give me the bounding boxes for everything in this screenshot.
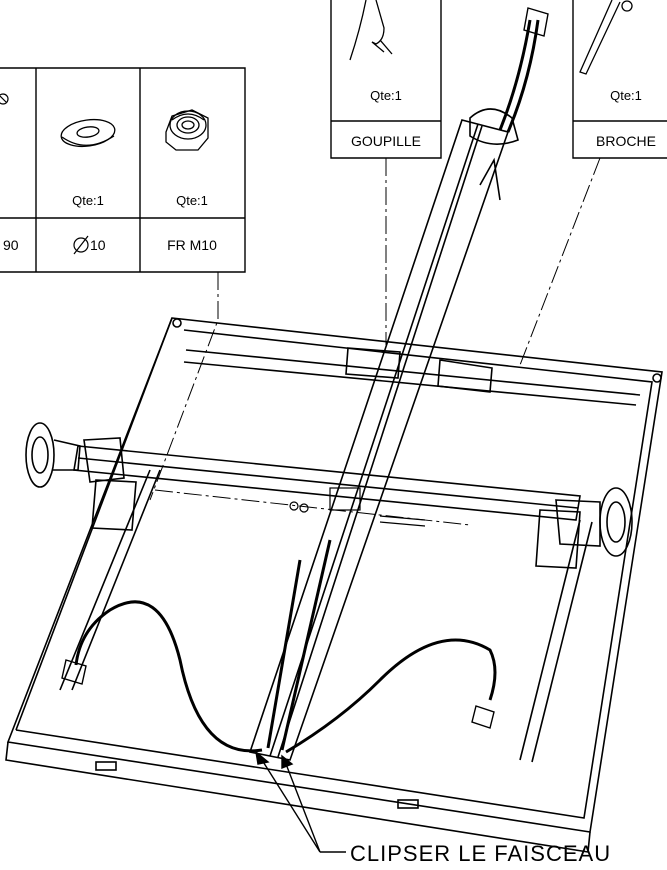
nut-icon <box>165 109 209 151</box>
trailer-frame <box>5 317 663 853</box>
wiring-harness <box>74 19 540 754</box>
axle <box>25 422 633 569</box>
broche-icon <box>579 0 633 75</box>
washer-icon <box>60 118 116 148</box>
washer-label: 10 <box>90 237 106 253</box>
washer-qty: Qte:1 <box>72 193 104 208</box>
goupille-qty: Qte:1 <box>370 88 402 103</box>
screw-icon <box>0 93 9 105</box>
nut-qty: Qte:1 <box>176 193 208 208</box>
diameter-icon <box>73 235 89 255</box>
nut-label: FR M10 <box>167 237 217 253</box>
goupille-label: GOUPILLE <box>351 133 421 149</box>
annotation-text: CLIPSER LE FAISCEAU <box>350 841 611 866</box>
screw-label: 90 <box>3 237 19 253</box>
broche-box <box>572 0 667 159</box>
annotation-arrows <box>254 750 346 853</box>
leader-lines <box>149 157 601 526</box>
centre-bolts <box>289 487 426 527</box>
broche-label: BROCHE <box>596 133 656 149</box>
plug-icon <box>61 7 549 729</box>
drawbar <box>248 108 519 761</box>
parts-table <box>0 67 246 273</box>
pin-icon <box>349 0 393 61</box>
broche-qty: Qte:1 <box>610 88 642 103</box>
